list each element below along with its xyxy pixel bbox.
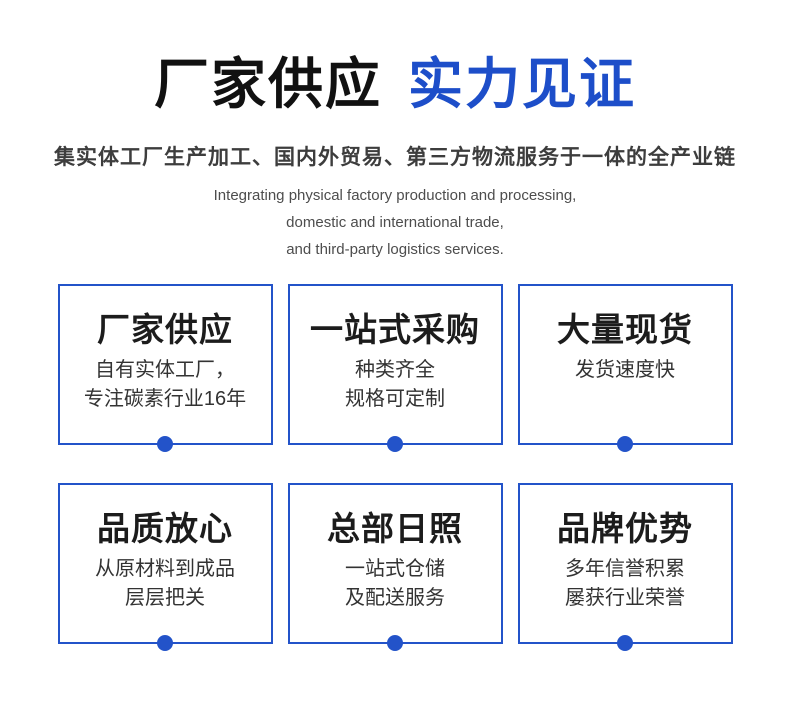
card-bottom-dot bbox=[157, 635, 173, 651]
card-description: 自有实体工厂， 专注碳素行业16年 bbox=[60, 356, 271, 414]
card-description-line: 及配送服务 bbox=[345, 587, 445, 609]
card-description-line: 层层把关 bbox=[125, 587, 205, 609]
subtitle-english: Integrating physical factory production … bbox=[0, 182, 790, 263]
card-bottom-dot bbox=[387, 436, 403, 452]
card-description-line: 发货速度快 bbox=[575, 359, 675, 381]
feature-card-factory-supply: 厂家供应 自有实体工厂， 专注碳素行业16年 bbox=[57, 284, 273, 452]
card-description-line: 自有实体工厂， bbox=[95, 359, 235, 381]
card-title: 品质放心 bbox=[97, 510, 233, 547]
feature-card-quality-assurance: 品质放心 从原材料到成品 层层把关 bbox=[57, 483, 273, 651]
card-title: 厂家供应 bbox=[97, 311, 233, 348]
card-title: 大量现货 bbox=[557, 311, 693, 348]
card-description: 种类齐全 规格可定制 bbox=[290, 356, 501, 414]
feature-card-large-stock: 大量现货 发货速度快 bbox=[517, 284, 733, 452]
page-title: 厂家供应实力见证 bbox=[0, 52, 790, 116]
card-description-line: 规格可定制 bbox=[345, 388, 445, 410]
card-description: 一站式仓储 及配送服务 bbox=[290, 555, 501, 613]
card-description-line: 从原材料到成品 bbox=[95, 558, 235, 580]
card-bottom-dot bbox=[157, 436, 173, 452]
card-title: 一站式采购 bbox=[310, 311, 480, 348]
subtitle-english-line-3: and third-party logistics services. bbox=[286, 241, 504, 258]
subtitle-chinese: 集实体工厂生产加工、国内外贸易、第三方物流服务于一体的全产业链 bbox=[54, 145, 736, 169]
card-description-line: 屡获行业荣誉 bbox=[565, 587, 685, 609]
card-description: 从原材料到成品 层层把关 bbox=[60, 555, 271, 613]
card-description-line: 种类齐全 bbox=[355, 359, 435, 381]
card-bottom-dot bbox=[617, 436, 633, 452]
card-bottom-dot bbox=[387, 635, 403, 651]
feature-card-headquarters-rizhao: 总部日照 一站式仓储 及配送服务 bbox=[287, 483, 503, 651]
page-title-blue: 实力见证 bbox=[408, 53, 637, 115]
card-description-line: 专注碳素行业16年 bbox=[83, 388, 247, 410]
card-description-line: 多年信誉积累 bbox=[565, 558, 685, 580]
page-title-black: 厂家供应 bbox=[153, 53, 382, 115]
feature-card-brand-advantage: 品牌优势 多年信誉积累 屡获行业荣誉 bbox=[517, 483, 733, 651]
card-title: 品牌优势 bbox=[557, 510, 693, 547]
card-bottom-dot bbox=[617, 635, 633, 651]
feature-card-one-stop-procurement: 一站式采购 种类齐全 规格可定制 bbox=[287, 284, 503, 452]
card-description: 发货速度快 bbox=[520, 356, 731, 385]
card-description-line: 一站式仓储 bbox=[345, 558, 445, 580]
subtitle-english-line-2: domestic and international trade, bbox=[286, 214, 504, 231]
card-description: 多年信誉积累 屡获行业荣誉 bbox=[520, 555, 731, 613]
card-title: 总部日照 bbox=[327, 510, 463, 547]
subtitle-english-line-1: Integrating physical factory production … bbox=[213, 187, 577, 204]
feature-cards-grid: 厂家供应 自有实体工厂， 专注碳素行业16年 一站式采购 种类齐全 规格可定制 … bbox=[57, 284, 733, 651]
